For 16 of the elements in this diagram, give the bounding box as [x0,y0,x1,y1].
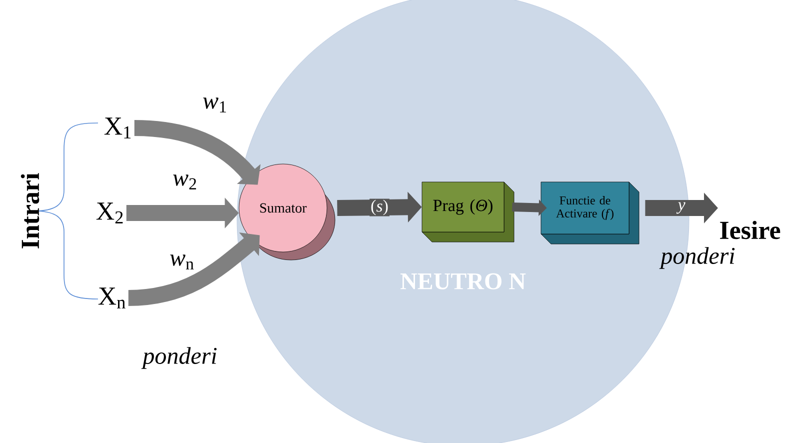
edge-label: (s) [370,198,390,216]
weight-label: w$_{2}$ [173,174,196,190]
input-label: X$_{1}$ [104,118,131,138]
summator-cylinder: Sumator [238,164,336,260]
input-label: X$_{n}$ [98,288,126,308]
process-block: Prag (Θ) [422,182,514,242]
block-arrow [128,232,260,306]
output-label: Iesire [720,220,780,240]
text-label: ponderi [141,347,217,369]
text-label: ponderi [659,247,735,269]
process-block: Functie de Activare (f) [540,182,640,244]
weight-label: w$_{n}$ [170,254,194,270]
text-label: Intrari [20,173,40,248]
input-label: X$_{2}$ [96,202,123,224]
block-arrow [134,120,261,185]
weight-label: w$_{1}$ [203,98,226,112]
